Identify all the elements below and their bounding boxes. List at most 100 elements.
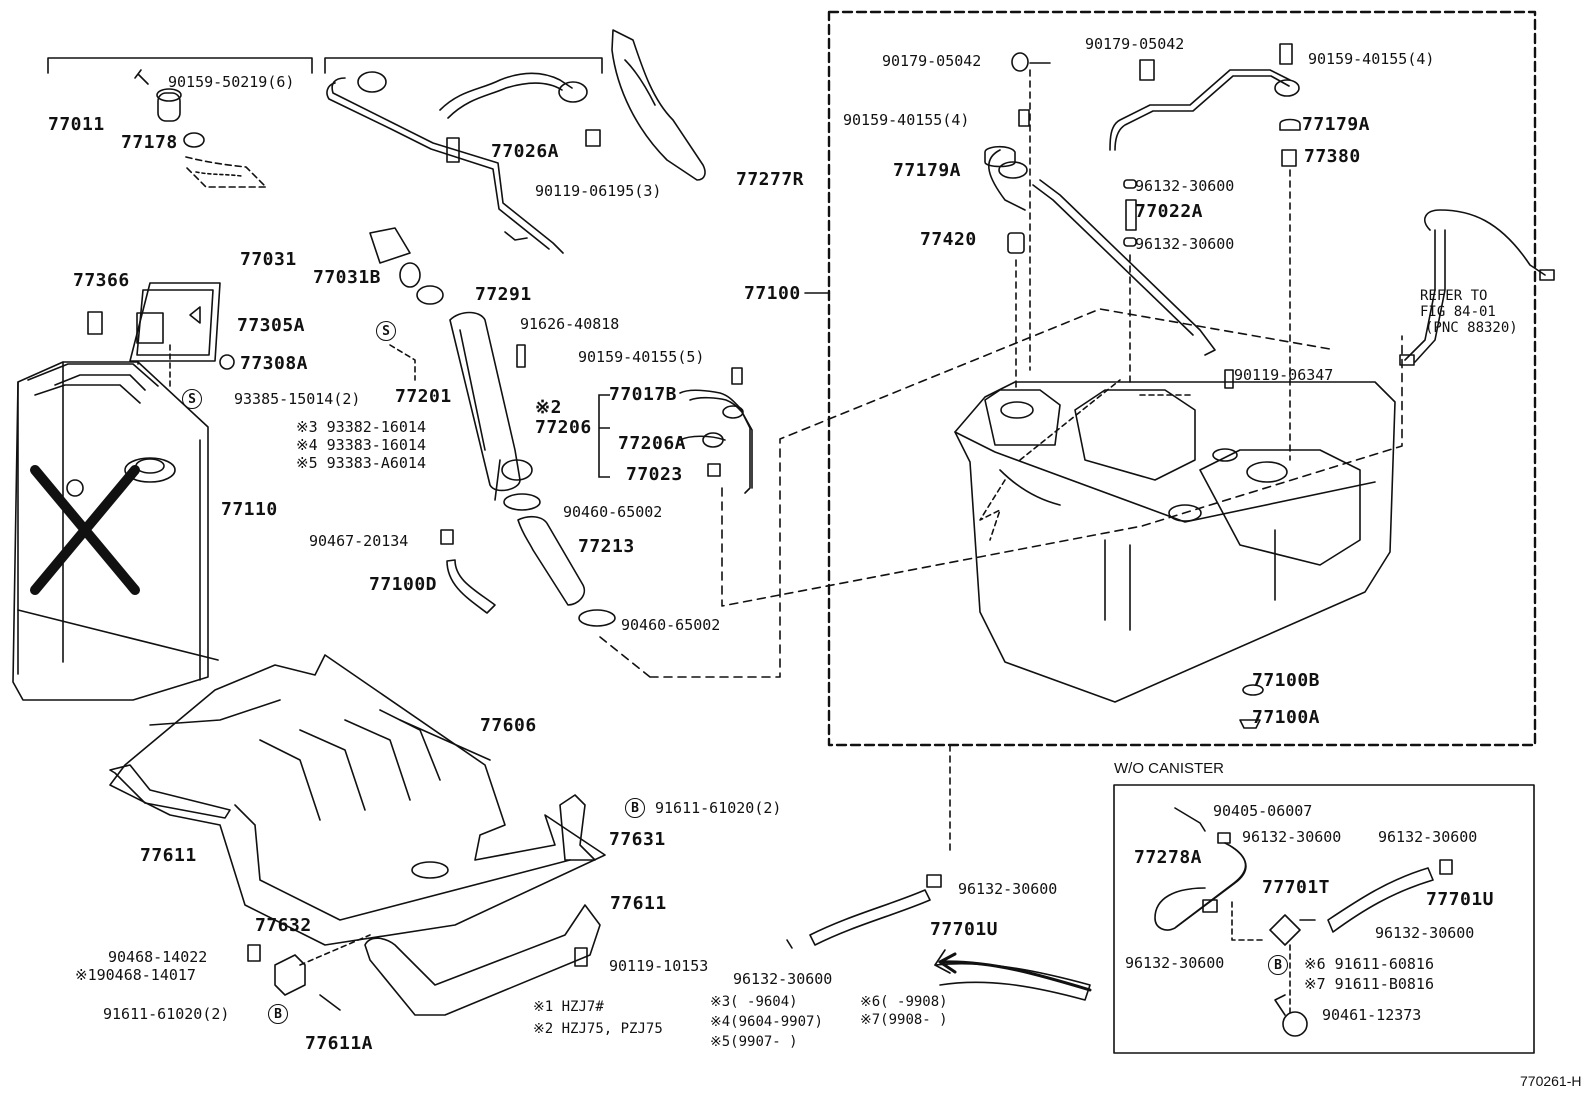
label-77366: 77366: [73, 270, 130, 291]
label-77277R: 77277R: [736, 169, 805, 190]
note-3: ※3( -9604): [710, 994, 798, 1010]
drawing-id: 770261-H: [1520, 1073, 1582, 1089]
wo-canister-title: W/O CANISTER: [1114, 760, 1225, 777]
breather-line-drawing: [326, 71, 588, 254]
b-symbol-1: B: [625, 798, 645, 818]
label-90119-10153: 90119-10153: [609, 957, 709, 975]
bolt-90119-10153: [574, 947, 588, 967]
label-96132-30600-c3: 96132-30600: [1375, 924, 1475, 942]
label-77308A: 77308A: [240, 353, 309, 374]
fuel-inlet-drawing: [134, 69, 267, 188]
label-77701U-c: 77701U: [1426, 889, 1495, 910]
label-77206: 77206: [535, 417, 592, 438]
wo-canister-box: [1113, 784, 1535, 1054]
strap-77611-right-drawing: [364, 904, 601, 1016]
label-77026A: 77026A: [491, 141, 560, 162]
label-90179-05042-a: 90179-05042: [882, 52, 982, 70]
s-symbol-1: S: [376, 321, 396, 341]
label-90467-20134: 90467-20134: [309, 532, 409, 550]
vent-tubes-drawing: [679, 367, 753, 494]
label-77420: 77420: [920, 229, 977, 250]
b-symbol-2: B: [268, 1004, 288, 1024]
label-96132-30600-top2: 96132-30600: [1135, 235, 1235, 253]
filler-parts-drawing: [369, 227, 444, 305]
hose-77100D-drawing: [440, 529, 496, 614]
label-77100D: 77100D: [369, 574, 438, 595]
label-90179-05042-b: 90179-05042: [1085, 35, 1185, 53]
label-77213: 77213: [578, 536, 635, 557]
label-91611-60816: ※6 91611-60816: [1304, 955, 1434, 973]
skid-plate-77606-drawing: [109, 654, 606, 946]
fuel-tank-77100-drawing: [954, 379, 1396, 703]
hose-77701U-mid-drawing: [786, 744, 1091, 1001]
label-77631: 77631: [609, 829, 666, 850]
label-90159-50219: 90159-50219(6): [168, 73, 295, 91]
group-bracket-left: [47, 57, 313, 74]
label-93383-16014: ※4 93383-16014: [296, 436, 426, 454]
hose-77213-drawing: [503, 493, 616, 627]
label-77611-right: 77611: [610, 893, 667, 914]
label-90119-06347: 90119-06347: [1234, 366, 1334, 384]
label-91611-61020-b: 91611-61020(2): [103, 1005, 230, 1023]
label-91626-40818: 91626-40818: [520, 315, 620, 333]
note-2: ※2 HZJ75, PZJ75: [533, 1021, 663, 1037]
label-77100: 77100: [744, 283, 801, 304]
label-77606: 77606: [480, 715, 537, 736]
label-77380: 77380: [1304, 146, 1361, 167]
dashed-link-1: [599, 308, 1331, 678]
label-96132-30600-mid: 96132-30600: [958, 880, 1058, 898]
refer-line-3: (PNC 88320): [1425, 320, 1518, 336]
label-96132-30600-bot: 96132-30600: [733, 970, 833, 988]
label-77179A-right: 77179A: [1302, 114, 1371, 135]
label-93385-15014: 93385-15014(2): [234, 390, 361, 408]
label-90461-12373: 90461-12373: [1322, 1006, 1422, 1024]
bracket-77632-drawing: [247, 934, 371, 1011]
refer-line-2: FIG 84-01: [1420, 304, 1496, 320]
direction-arrow: [938, 960, 1092, 992]
label-77701T: 77701T: [1262, 877, 1331, 898]
label-90159-40155-5: 90159-40155(5): [578, 348, 705, 366]
label-91611-61020-a: 91611-61020(2): [655, 799, 782, 817]
label-77011: 77011: [48, 114, 105, 135]
label-77031B: 77031B: [313, 267, 382, 288]
label-77632: 77632: [255, 915, 312, 936]
sender-gauge-drawing: [1399, 209, 1555, 366]
label-77701U-mid: 77701U: [930, 919, 999, 940]
bracket-77206: [598, 394, 610, 478]
note-4: ※4(9604-9907): [710, 1014, 823, 1030]
jerry-can-77110-drawing: [12, 361, 219, 701]
marker-2: ※2: [535, 397, 562, 418]
refer-line-1: REFER TO: [1420, 288, 1488, 304]
bracket-77277R-drawing: [585, 29, 706, 181]
note-7: ※7(9908- ): [860, 1012, 948, 1028]
label-77179A-left: 77179A: [893, 160, 962, 181]
label-93382-16014: ※3 93382-16014: [296, 418, 426, 436]
label-77100A: 77100A: [1252, 707, 1321, 728]
note-1: ※1 HZJ7#: [533, 999, 604, 1015]
label-96132-30600-top1: 96132-30600: [1135, 177, 1235, 195]
label-77611-left: 77611: [140, 845, 197, 866]
label-93383-A6014: ※5 93383-A6014: [296, 454, 426, 472]
group-bracket-right: [324, 57, 603, 74]
label-77110: 77110: [221, 499, 278, 520]
label-91611-B0816: ※7 91611-B0816: [1304, 975, 1434, 993]
label-96132-30600-c1: 96132-30600: [1242, 828, 1342, 846]
tank-fittings-drawing: [984, 43, 1301, 729]
label-77201: 77201: [395, 386, 452, 407]
label-90468-14017: ※190468-14017: [75, 966, 196, 984]
strap-77611-left-drawing: [109, 764, 231, 819]
label-90405-06007: 90405-06007: [1213, 802, 1313, 820]
label-96132-30600-c2: 96132-30600: [1378, 828, 1478, 846]
s-symbol-2: S: [182, 389, 202, 409]
dashed-link-2: [721, 335, 1403, 607]
label-77031: 77031: [240, 249, 297, 270]
label-77291: 77291: [475, 284, 532, 305]
label-90460-65002-b: 90460-65002: [621, 616, 721, 634]
label-77022A: 77022A: [1135, 201, 1204, 222]
tank-group-box: [827, 10, 1537, 747]
label-90468-14022: 90468-14022: [108, 948, 208, 966]
cover-plate-drawing: [87, 282, 235, 370]
label-77178: 77178: [121, 132, 178, 153]
label-77023: 77023: [626, 464, 683, 485]
label-77305A: 77305A: [237, 315, 306, 336]
